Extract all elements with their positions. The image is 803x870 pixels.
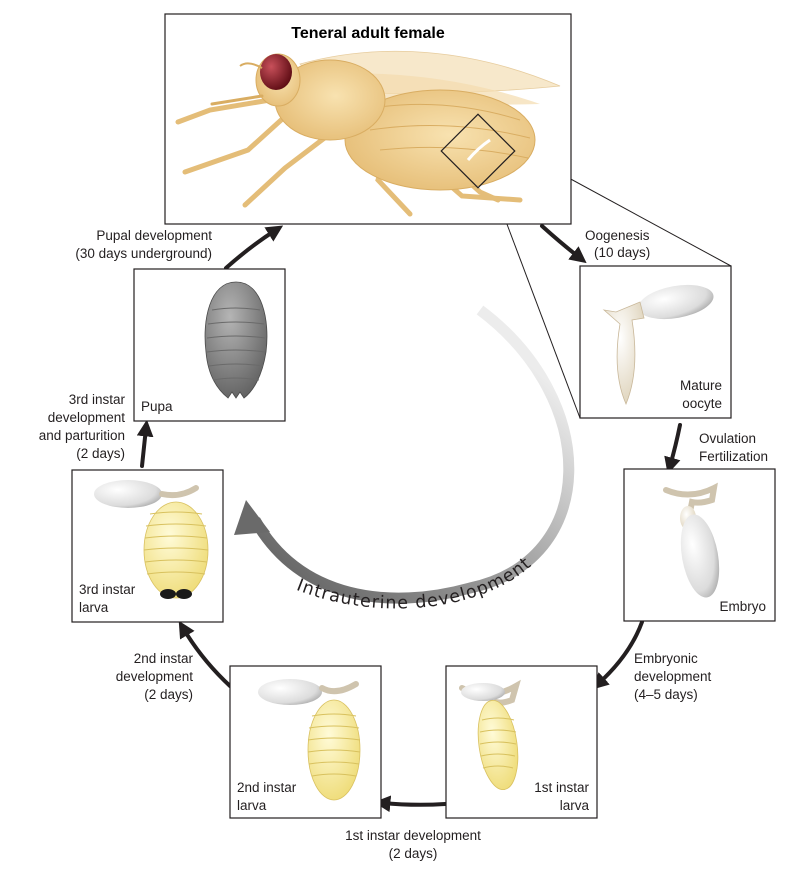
uterus-inset-box [440, 113, 516, 189]
svg-text:(2 days): (2 days) [389, 846, 438, 861]
svg-text:(10 days): (10 days) [594, 245, 650, 260]
adult-title: Teneral adult female [291, 25, 445, 42]
arrow-pupa-to-adult [224, 225, 284, 270]
embryo-panel: Embryo [623, 468, 776, 622]
svg-text:(2 days): (2 days) [76, 446, 125, 461]
svg-text:and parturition: and parturition [39, 428, 125, 443]
larva3-panel: 3rd instar larva [71, 469, 224, 623]
svg-text:larva: larva [560, 798, 590, 813]
svg-text:Pupal development: Pupal development [96, 228, 212, 243]
label-3rd-instar-development: 3rd instar development and parturition (… [39, 392, 126, 461]
svg-text:Mature: Mature [680, 378, 722, 393]
svg-text:Oogenesis: Oogenesis [585, 228, 650, 243]
svg-text:(4–5 days): (4–5 days) [634, 687, 698, 702]
svg-text:Ovulation: Ovulation [699, 431, 756, 446]
label-2nd-instar-development: 2nd instar development (2 days) [116, 651, 194, 702]
svg-text:1st instar development: 1st instar development [345, 828, 481, 843]
arrow-embryo-to-larva1 [591, 620, 644, 690]
svg-text:2nd instar: 2nd instar [134, 651, 194, 666]
adult-panel: Teneral adult female [164, 13, 572, 225]
arrow-adult-to-oocyte [540, 224, 587, 264]
svg-text:Fertilization: Fertilization [699, 449, 768, 464]
svg-text:development: development [48, 410, 126, 425]
svg-text:Pupa: Pupa [141, 399, 173, 414]
intrauterine-arc [234, 305, 575, 604]
svg-text:Embryo: Embryo [719, 599, 766, 614]
intrauterine-arrowhead [234, 500, 270, 535]
cycle-arrows [136, 224, 682, 813]
arrow-larva2-to-larva3 [178, 620, 232, 688]
arrow-oocyte-to-embryo [664, 423, 682, 475]
arrow-larva3-to-pupa [136, 419, 154, 468]
arrow-larva1-to-larva2 [373, 795, 447, 813]
larva1-panel: 1st instar larva [445, 665, 598, 819]
label-ovulation: Ovulation Fertilization [699, 431, 768, 464]
svg-text:(30 days underground): (30 days underground) [75, 246, 212, 261]
oocyte-panel: Mature oocyte [579, 265, 732, 419]
svg-text:1st instar: 1st instar [534, 780, 589, 795]
svg-text:3rd instar: 3rd instar [69, 392, 126, 407]
svg-text:development: development [634, 669, 712, 684]
posterior-lobe-right [176, 589, 192, 599]
svg-text:development: development [116, 669, 194, 684]
label-oogenesis: Oogenesis (10 days) [585, 228, 650, 260]
svg-text:oocyte: oocyte [682, 396, 722, 411]
label-embryonic-development: Embryonic development (4–5 days) [634, 651, 712, 702]
tsetse-fly-illustration [175, 50, 561, 217]
svg-text:(2 days): (2 days) [144, 687, 193, 702]
svg-text:3rd instar: 3rd instar [79, 582, 136, 597]
svg-text:larva: larva [79, 600, 109, 615]
posterior-lobe-left [160, 589, 176, 599]
svg-text:2nd instar: 2nd instar [237, 780, 297, 795]
svg-text:larva: larva [237, 798, 267, 813]
label-1st-instar-development: 1st instar development (2 days) [345, 828, 481, 861]
pupa-panel: Pupa [133, 268, 286, 422]
fly-eye [260, 54, 292, 90]
label-pupal-development: Pupal development (30 days underground) [75, 228, 212, 261]
svg-text:Embryonic: Embryonic [634, 651, 698, 666]
larva2-panel: 2nd instar larva [229, 665, 382, 819]
